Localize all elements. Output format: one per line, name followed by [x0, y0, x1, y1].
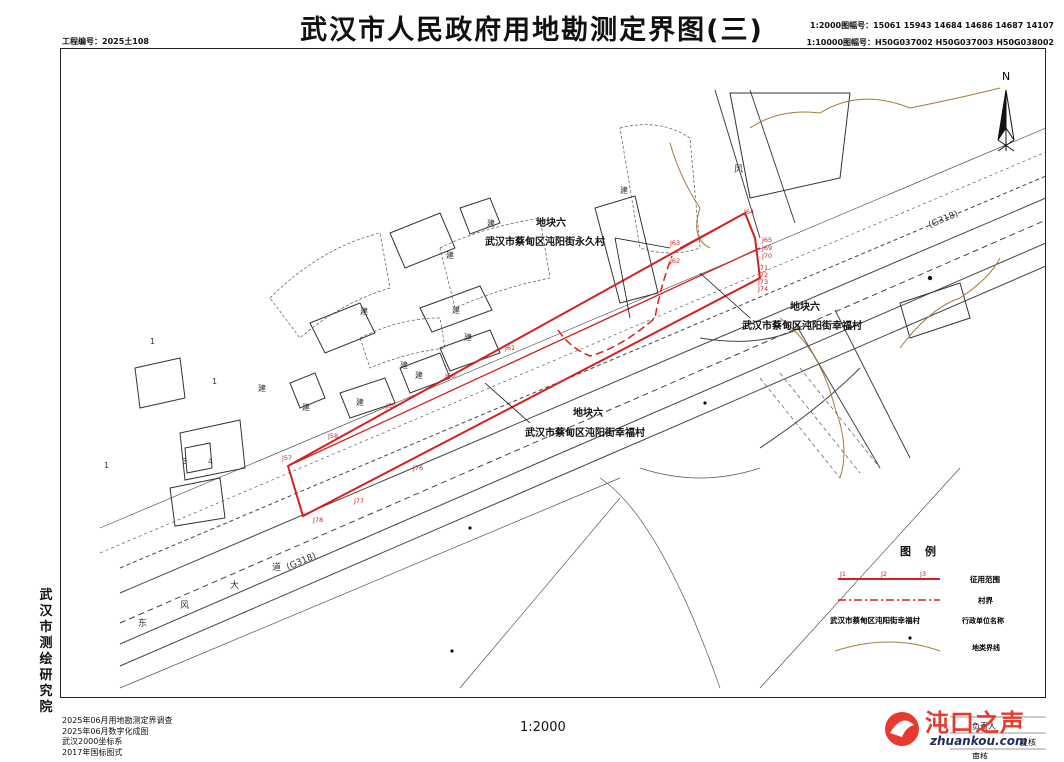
legend-title: 图例: [900, 545, 950, 558]
sign-block: 负责人 复核 审核: [885, 712, 1046, 759]
point-label: J57: [281, 454, 292, 462]
parcel-owner-3: 武汉市蔡甸区沌阳街幸福村: [525, 426, 645, 439]
point-label: J71: [757, 264, 768, 272]
building-char: 建: [400, 360, 408, 370]
parcel-label-2: 地块六: [790, 300, 820, 313]
legend-point: J2: [880, 570, 887, 578]
point-label: J74: [757, 285, 768, 293]
point-label: J59: [385, 402, 396, 410]
note-line: 武汉2000坐标系: [62, 737, 123, 746]
legend-point: J1: [839, 570, 846, 578]
sign-check: 复核: [1020, 737, 1036, 747]
contour-lines: [669, 87, 1001, 479]
note-line: 2017年国标图式: [62, 747, 123, 757]
building-number: 4: [208, 457, 213, 466]
legend-text: 村界: [978, 595, 993, 605]
point-label: J61: [504, 344, 515, 352]
point-label: J58: [327, 432, 338, 440]
building-number: 1: [104, 461, 109, 470]
building-number: 3: [182, 457, 187, 466]
point-label: J62: [669, 257, 680, 265]
legend-text: 征用范围: [970, 574, 1000, 584]
leader-lines: [484, 237, 751, 424]
north-label: N: [1002, 70, 1010, 83]
road-tag: (G318): [927, 209, 960, 230]
building-char: 建: [487, 218, 495, 228]
note-line: 2025年06月数字化成图: [62, 726, 149, 736]
parcel-label-3: 地块六: [573, 406, 603, 419]
point-label: J73: [757, 278, 768, 286]
main-road: [99, 127, 1046, 667]
scale-label: 1:2000: [520, 720, 566, 735]
building-char: 建: [258, 383, 266, 393]
map-frame: [60, 48, 1046, 698]
cross-road: [699, 89, 911, 469]
parcel-boundary: [286, 211, 762, 518]
watermark-brand: 沌口之声: [925, 709, 1025, 737]
survey-markers: [450, 275, 933, 653]
building-char: 建: [415, 370, 423, 380]
buildings: [134, 92, 971, 527]
sign-review: 审核: [972, 751, 988, 759]
building-number: 1: [150, 337, 155, 346]
building-char: 建: [452, 305, 460, 315]
point-label: J60: [444, 372, 455, 380]
legend: J1 J2 J3 征用范围 村界 武汉市蔡甸区沌阳街幸福村 行政单位名称 地类界…: [830, 570, 1004, 652]
sheet-numbers-10000: 1:10000图幅号：H50G037002 H50G037003 H50G038…: [806, 38, 1054, 47]
road-name-char: 大: [230, 579, 239, 591]
point-label: J77: [353, 497, 364, 505]
point-label: J76: [412, 464, 423, 472]
side-label: 武汉市测绘研究院: [39, 588, 53, 715]
bureau-label: 风: [734, 164, 743, 175]
legend-text: 地类界线: [972, 643, 1000, 652]
building-char: 建: [620, 185, 628, 195]
yard-outlines: [269, 124, 701, 369]
point-label: J70: [761, 252, 772, 260]
parcel-label-1: 地块六: [536, 216, 566, 229]
road-tag: (G318): [285, 551, 318, 572]
rail-yard: [119, 367, 961, 689]
point-label: J72: [757, 271, 768, 279]
point-label: J78: [312, 516, 323, 524]
building-char: 建: [302, 402, 310, 412]
point-label: J63: [669, 239, 680, 247]
building-number: 1: [212, 377, 217, 386]
road-name-char: 道: [272, 561, 281, 573]
watermark-url: zhuankou.com: [930, 734, 1028, 748]
legend-text: 行政单位名称: [961, 616, 1004, 625]
notes: 2025年06月用地勘测定界调查 2025年06月数字化成图 武汉2000坐标系…: [62, 716, 173, 758]
point-label: J65: [761, 236, 772, 244]
sign-responsible: 负责人: [972, 721, 996, 731]
note-line: 2025年06月用地勘测定界调查: [62, 716, 173, 725]
legend-point: J3: [919, 570, 926, 578]
building-char: 建: [446, 250, 454, 260]
legend-sample: 武汉市蔡甸区沌阳街幸福村: [830, 615, 920, 625]
point-label: J64: [743, 208, 754, 216]
building-char: 建: [360, 306, 368, 316]
sheet-numbers-2000: 1:2000图幅号：15061 15943 14684 14686 14687 …: [810, 21, 1054, 30]
parcel-owner-1: 武汉市蔡甸区沌阳街永久村: [485, 235, 605, 248]
parcel-owner-2: 武汉市蔡甸区沌阳街幸福村: [742, 319, 862, 332]
building-char: 建: [464, 332, 472, 342]
road-name-char: 东: [138, 617, 147, 629]
road-name-char: 风: [180, 600, 189, 611]
north-arrow-icon: [997, 89, 1015, 152]
project-number: 工程编号：2025土108: [62, 37, 149, 46]
building-char: 建: [356, 397, 364, 407]
survey-map: N 地块六 武汉市蔡甸区沌阳街永久村 地块六 武汉市蔡甸区沌阳街幸福村 地块六 …: [99, 70, 1046, 689]
point-label: J69: [761, 244, 772, 252]
map-title: 武汉市人民政府用地勘测定界图(三): [300, 15, 764, 46]
